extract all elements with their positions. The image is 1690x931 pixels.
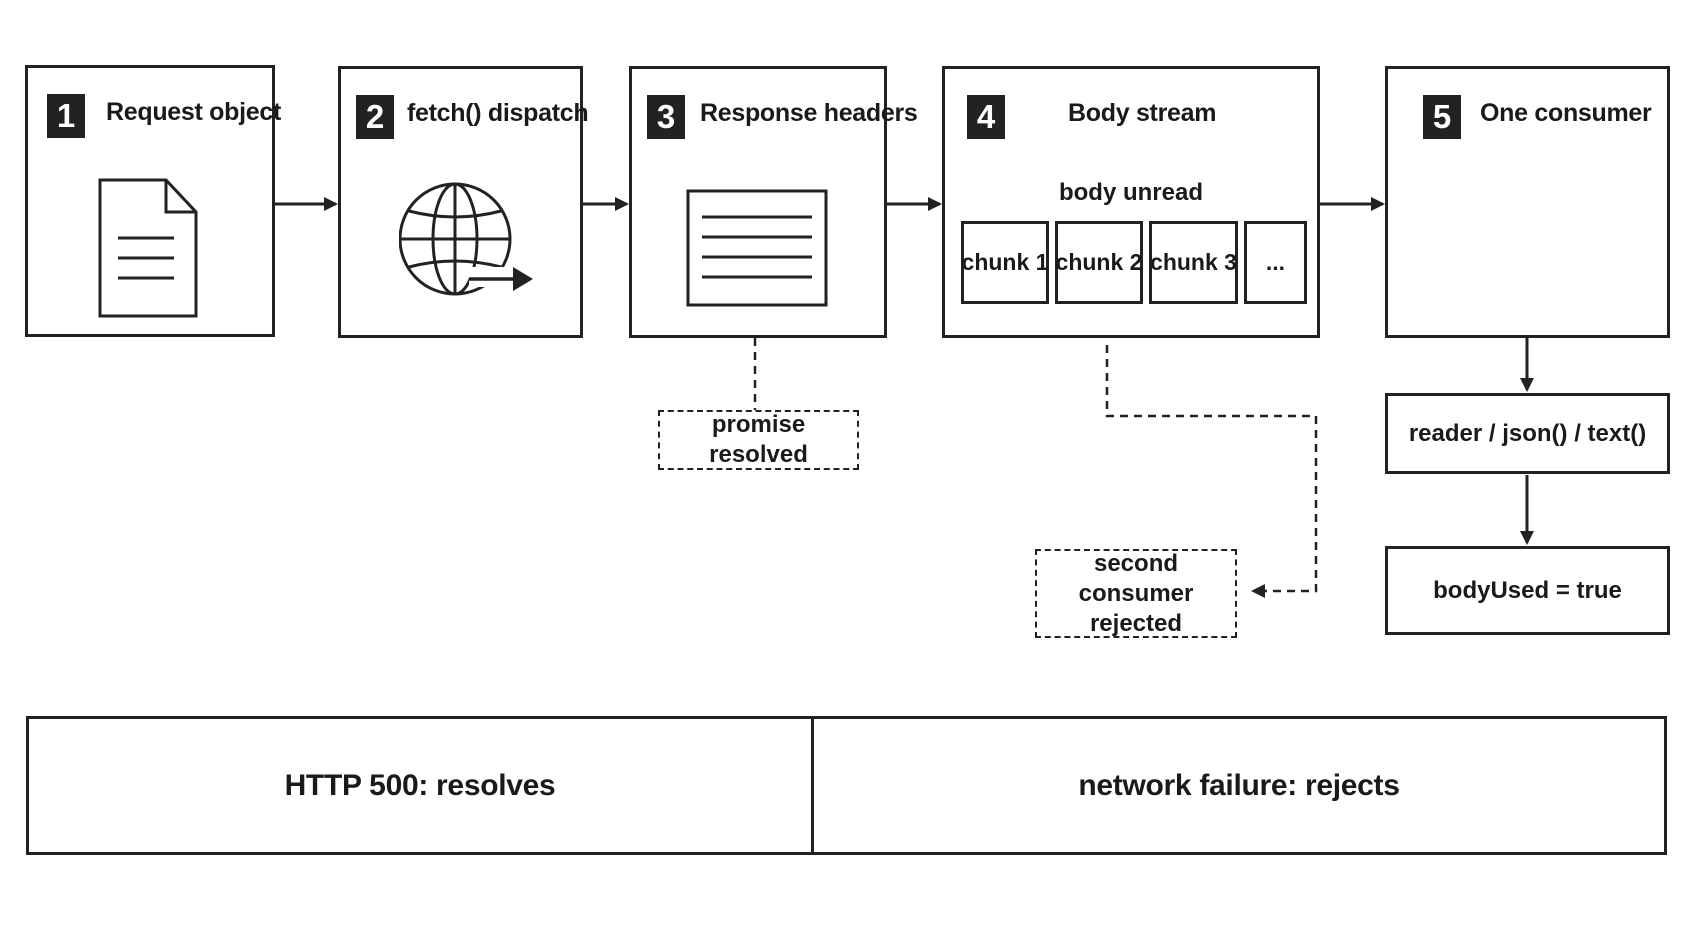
- outcome-table: HTTP 500: resolves network failure: reje…: [26, 716, 1667, 855]
- document-icon: [98, 178, 198, 318]
- body-used-box: bodyUsed = true: [1385, 546, 1670, 635]
- step-number-2: 2: [356, 95, 394, 139]
- stage-title: Response headers: [700, 99, 918, 127]
- dashed-link-stream-to-second-consumer: [1105, 345, 1318, 598]
- chunk-3: chunk 3: [1149, 221, 1238, 304]
- stage-one-consumer: 5 One consumer: [1385, 66, 1670, 338]
- promise-resolved-note: promise resolved: [658, 410, 859, 470]
- chunk-ellipsis: ...: [1244, 221, 1307, 304]
- stage-title: One consumer: [1480, 99, 1652, 127]
- stage-response-headers: 3 Response headers: [629, 66, 918, 338]
- stage-body-stream: 4 Body stream body unread chunk 1 chunk …: [942, 66, 1320, 338]
- second-consumer-rejected-note: second consumer rejected: [1035, 549, 1237, 638]
- network-failure-outcome: network failure: rejects: [1078, 768, 1400, 802]
- consumer-methods-box: reader / json() / text(): [1385, 393, 1670, 474]
- stage-title: Request object: [106, 98, 281, 126]
- headers-sheet-icon: [686, 189, 828, 307]
- stage-title: Body stream: [1068, 99, 1217, 127]
- step-number-5: 5: [1423, 95, 1461, 139]
- step-number-1: 1: [47, 94, 85, 138]
- stage-title: fetch() dispatch: [407, 99, 589, 127]
- globe-icon: [399, 182, 533, 296]
- step-number-3: 3: [647, 95, 685, 139]
- chunk-2: chunk 2: [1055, 221, 1143, 304]
- stage-request-object: 1 Request object: [25, 65, 281, 337]
- step-number-4: 4: [967, 95, 1005, 139]
- body-unread-label: body unread: [1058, 179, 1203, 206]
- stage-fetch-dispatch: 2 fetch() dispatch: [338, 66, 589, 338]
- chunk-1: chunk 1: [961, 221, 1049, 304]
- http-500-outcome: HTTP 500: resolves: [29, 719, 814, 852]
